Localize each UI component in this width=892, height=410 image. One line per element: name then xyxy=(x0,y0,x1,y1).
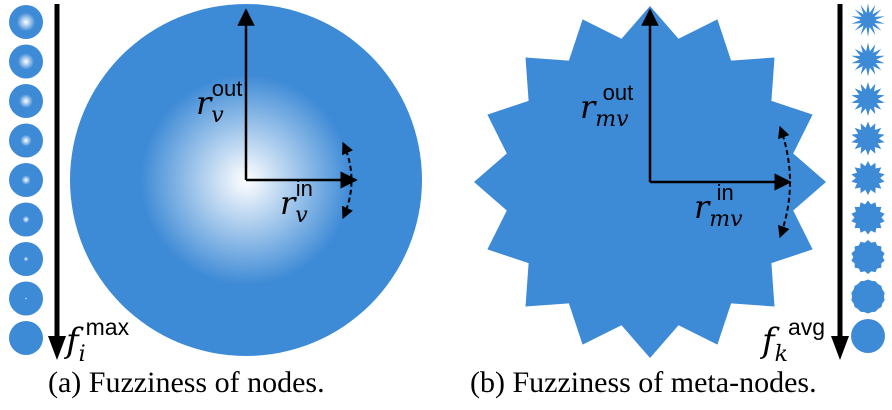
panel-b: rmvout rmvin fkavg xyxy=(474,3,885,367)
legend-node-3 xyxy=(9,84,43,118)
legend-meta-node-4 xyxy=(851,121,885,156)
legend-node-2 xyxy=(9,44,43,79)
fmax-label: fimax xyxy=(63,314,130,367)
inner-radius-arc xyxy=(778,125,791,239)
legend-node-8 xyxy=(9,281,43,316)
panel-a: fimax rvout rvin xyxy=(9,4,422,367)
legend-node-6 xyxy=(9,202,43,237)
caption-panel-b: (b) Fuzziness of meta-nodes. xyxy=(470,366,817,399)
node-legend-column xyxy=(9,5,43,355)
legend-meta-node-7 xyxy=(851,240,885,274)
outer-radius-label: rmvout xyxy=(580,80,633,132)
fmax-arrow xyxy=(48,4,66,360)
legend-node-7 xyxy=(9,242,43,276)
legend-meta-node-5 xyxy=(851,161,885,195)
legend-meta-node-3 xyxy=(851,82,885,116)
legend-meta-node-6 xyxy=(851,200,885,235)
meta-node-legend-column xyxy=(851,3,885,353)
legend-node-5 xyxy=(9,163,43,197)
outer-radius-label: rvout xyxy=(196,76,242,128)
legend-meta-node-8 xyxy=(851,279,885,314)
inner-radius-label: rmvin xyxy=(694,180,743,232)
favg-label: fkavg xyxy=(759,314,825,367)
legend-meta-node-1 xyxy=(851,3,885,37)
caption-panel-a: (a) Fuzziness of nodes. xyxy=(48,366,325,399)
inner-radius-label: rvin xyxy=(280,176,313,228)
legend-node-9 xyxy=(9,321,43,355)
legend-meta-node-9 xyxy=(851,319,885,353)
legend-node-4 xyxy=(9,123,43,158)
favg-arrow xyxy=(831,4,849,360)
legend-node-1 xyxy=(9,5,43,39)
legend-meta-node-2 xyxy=(851,42,885,77)
